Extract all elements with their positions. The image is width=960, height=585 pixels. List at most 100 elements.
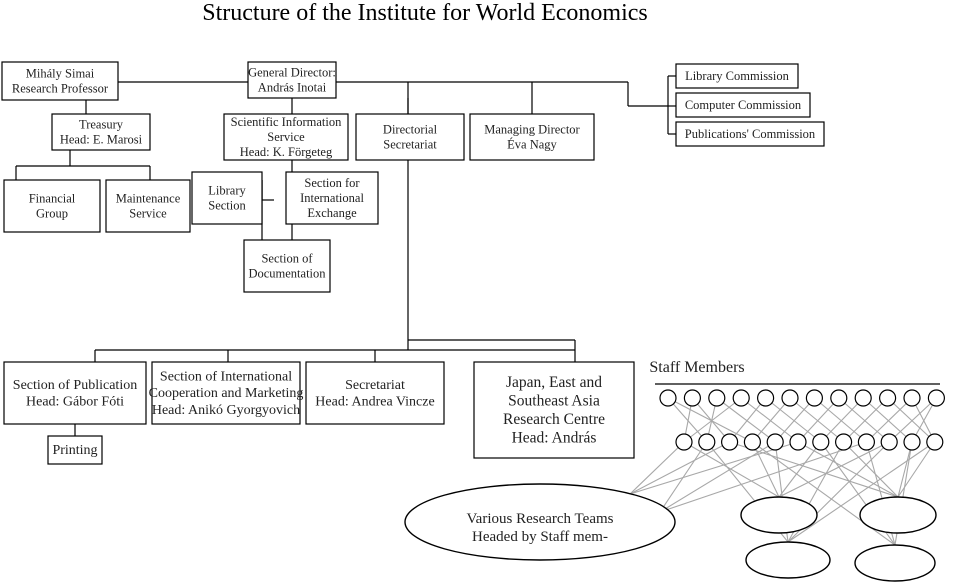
network-line	[787, 441, 936, 543]
box-frame	[105, 179, 191, 233]
box-library-commission: Library Commission	[675, 63, 799, 89]
staff-node	[805, 389, 824, 407]
staff-network	[629, 397, 937, 546]
box-label: Financial	[29, 191, 76, 205]
box-label: Secretariat	[383, 137, 437, 151]
staff-node	[834, 433, 853, 451]
research-teams-label: Various Research Teams	[467, 511, 614, 527]
box-label: Group	[36, 206, 68, 220]
staff-node	[880, 433, 898, 451]
network-line	[716, 397, 776, 443]
box-label: Library	[208, 183, 246, 197]
box-frame	[675, 63, 799, 89]
network-line	[729, 441, 899, 498]
box-label: Head: E. Marosi	[60, 132, 143, 146]
network-line	[629, 441, 730, 495]
box-label: Head: K. Förgeteg	[240, 145, 333, 159]
box-frame	[247, 61, 337, 99]
box-frame	[3, 179, 101, 233]
staff-node	[708, 389, 726, 407]
research-teams-ellipse	[404, 483, 676, 561]
box-frame	[469, 113, 595, 161]
box-label: Section	[208, 198, 246, 212]
box-frame	[47, 435, 103, 465]
box-label: Printing	[52, 443, 97, 458]
box-label: Head: Gábor Fóti	[26, 395, 124, 410]
box-label: Section of Publication	[13, 378, 137, 393]
network-line	[683, 397, 742, 443]
network-line	[778, 441, 822, 498]
network-line	[751, 397, 791, 443]
box-label: András Inotai	[258, 80, 327, 94]
box-label: Section for	[304, 176, 360, 190]
box-label: Service	[129, 206, 167, 220]
network-line	[888, 397, 937, 443]
box-frame	[223, 113, 349, 161]
box-label: Scientific Information	[231, 115, 342, 129]
staff-node	[720, 433, 739, 451]
box-label: Service	[267, 130, 305, 144]
network-line	[887, 397, 936, 443]
box-label: Éva Nagy	[507, 137, 557, 151]
box-label: Japan, East and	[506, 374, 602, 391]
box-label: Maintenance	[116, 191, 181, 205]
box-frame	[355, 113, 465, 161]
staff-node	[781, 389, 799, 407]
box-frame	[473, 361, 635, 459]
box-label: Exchange	[307, 206, 357, 220]
network-line	[691, 397, 731, 443]
network-line	[797, 397, 840, 443]
network-line	[814, 397, 867, 443]
box-frame	[1, 61, 119, 101]
chart-title: Structure of the Institute for World Eco…	[202, 0, 648, 26]
network-line	[897, 441, 913, 498]
box-director: General Director:András Inotai	[247, 61, 337, 99]
network-line	[797, 441, 899, 498]
staff-node	[830, 389, 848, 407]
box-label: Head: András	[512, 430, 597, 447]
staff-node	[659, 389, 677, 407]
staff-node	[756, 389, 775, 407]
network-line	[862, 397, 913, 443]
box-label: Library Commission	[685, 69, 790, 83]
research-team-ellipse	[859, 496, 937, 534]
network-line	[866, 397, 913, 443]
network-line	[667, 397, 753, 443]
box-label: Computer Commission	[685, 98, 802, 112]
staff-nodes: Staff Members	[649, 359, 946, 451]
box-label: Section of International	[160, 369, 292, 384]
research-teams-label: Headed by Staff mem-	[472, 529, 608, 545]
box-label: Treasury	[79, 117, 124, 131]
research-team-ellipse	[740, 496, 818, 534]
network-line	[778, 441, 890, 498]
staff-node	[675, 433, 693, 451]
box-label: Secretariat	[345, 378, 405, 393]
box-frame	[51, 113, 151, 151]
network-line	[740, 397, 799, 443]
box-computer-commission: Computer Commission	[675, 92, 811, 118]
staff-node	[683, 389, 702, 407]
box-label: Cooperation and Marketing	[149, 386, 304, 401]
network-line	[838, 397, 890, 443]
box-label: Head: Andrea Vincze	[315, 395, 434, 410]
box-frame	[151, 361, 301, 425]
network-line	[789, 397, 844, 443]
box-label: Directorial	[383, 122, 438, 136]
staff-node	[903, 389, 921, 407]
box-label: Research Professor	[12, 81, 109, 95]
network-line	[820, 397, 864, 443]
box-label: International	[300, 191, 364, 205]
box-publications-commission: Publications' Commission	[675, 121, 825, 147]
